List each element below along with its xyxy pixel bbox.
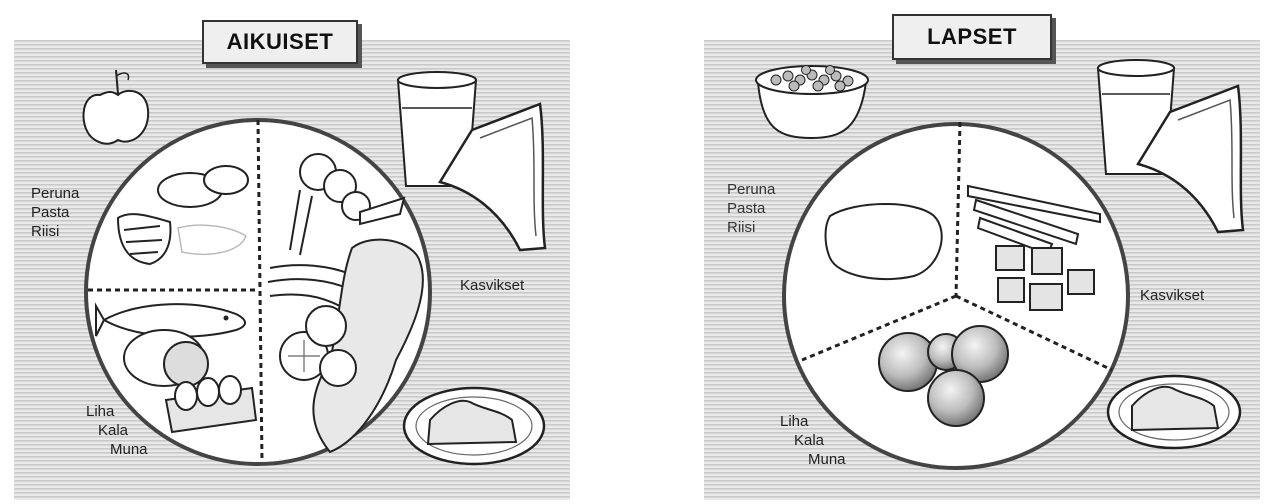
kids-panel: LAPSET Peruna Pasta Riisi Kasvikset Liha… (680, 0, 1264, 504)
adults-panel: AIKUISET Peruna Pasta Riisi Kasvikset Li… (0, 0, 600, 504)
carbs-label-line: Riisi (31, 222, 79, 241)
bread-plate-icon (404, 388, 544, 464)
protein-label-line: Muna (780, 450, 846, 469)
protein-label-line: Kala (780, 431, 846, 450)
kids-illustration (680, 0, 1264, 504)
vegetables-label: Kasvikset (1140, 286, 1204, 305)
carbs-label-line: Pasta (727, 199, 775, 218)
carbs-label-line: Peruna (727, 180, 775, 199)
protein-label: Liha Kala Muna (86, 402, 148, 459)
protein-label-line: Liha (86, 402, 148, 421)
carbs-label: Peruna Pasta Riisi (727, 180, 775, 237)
kids-title: LAPSET (892, 14, 1052, 60)
carbs-label: Peruna Pasta Riisi (31, 184, 79, 241)
adults-title: AIKUISET (202, 20, 358, 64)
carbs-label-line: Peruna (31, 184, 79, 203)
carbs-label-line: Riisi (727, 218, 775, 237)
protein-label-line: Liha (780, 412, 846, 431)
bread-plate-icon (1108, 376, 1240, 448)
carbs-label-line: Pasta (31, 203, 79, 222)
protein-label: Liha Kala Muna (780, 412, 846, 469)
potato-icon (826, 204, 942, 279)
protein-label-line: Muna (86, 440, 148, 459)
protein-label-line: Kala (86, 421, 148, 440)
vegetables-label: Kasvikset (460, 276, 524, 295)
